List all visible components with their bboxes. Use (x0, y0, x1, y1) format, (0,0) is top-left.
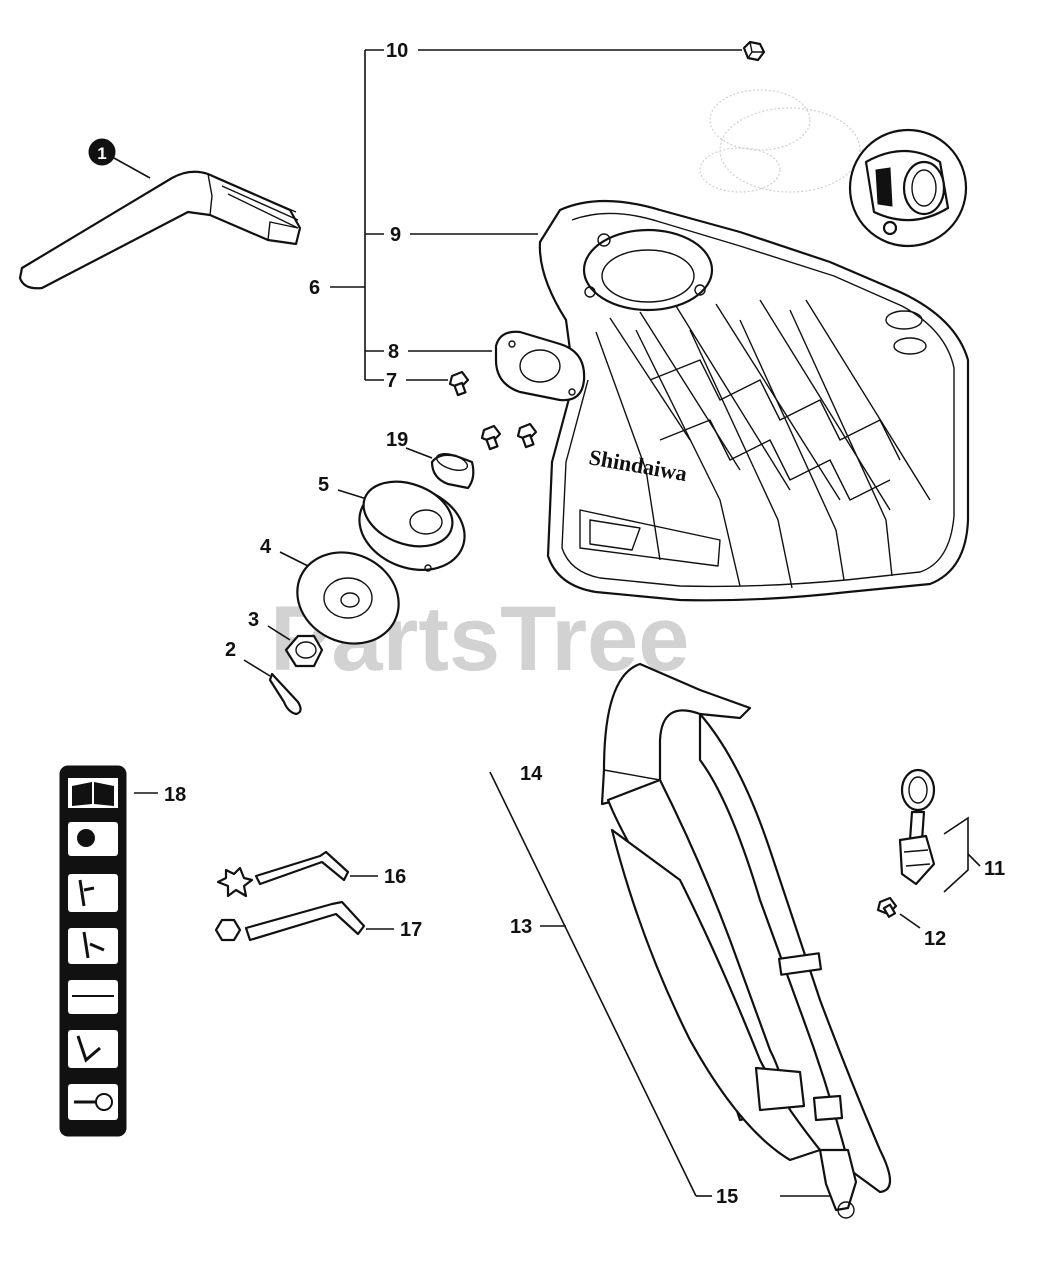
callout-7: 7 (386, 370, 397, 392)
leader-group-6 (330, 49, 384, 381)
leader-1 (113, 157, 151, 179)
cotter-pin-icon (268, 672, 302, 716)
handle-bar-icon (18, 170, 302, 290)
leader-14 (489, 771, 697, 1197)
callout-8: 8 (388, 341, 399, 363)
hanger-ring-icon (898, 768, 936, 886)
callout-17: 17 (400, 919, 422, 941)
hanger-screw-icon (876, 896, 898, 918)
washer-icon (296, 551, 400, 645)
hex-nut-icon (284, 634, 324, 668)
callout-12: 12 (924, 928, 946, 950)
leader-11 (967, 853, 981, 867)
callout-5: 5 (318, 474, 329, 496)
guard-nut-icon (742, 40, 766, 62)
gasket-plate-icon (494, 330, 586, 402)
spacer-icon (358, 480, 466, 572)
detail-circle-icon (848, 128, 968, 248)
leader-4 (279, 551, 309, 567)
callout-15: 15 (716, 1186, 738, 1208)
detail-ghost (699, 89, 861, 193)
hex-wrench-icon (214, 900, 366, 942)
callout-6: 6 (309, 277, 320, 299)
callout-14: 14 (520, 763, 543, 785)
leader-12 (899, 913, 921, 929)
leader-3 (267, 625, 291, 641)
callout-9: 9 (390, 224, 401, 246)
callout-16: 16 (384, 866, 406, 888)
callout-4: 4 (260, 536, 272, 558)
callout-2: 2 (225, 639, 236, 661)
collar-icon (430, 453, 475, 490)
leader-2 (243, 659, 271, 677)
callout-10: 10 (386, 40, 408, 62)
leader-19 (405, 447, 433, 459)
screw-icon (448, 370, 538, 451)
callout-1: 1 (97, 144, 106, 163)
torx-wrench-icon (216, 850, 350, 898)
leader-11-bracket (943, 816, 969, 893)
callout-18: 18 (164, 784, 186, 806)
callout-11: 11 (984, 858, 1005, 880)
callout-19: 19 (386, 429, 408, 451)
debris-guard-icon: Shindaiwa (538, 199, 970, 602)
callout-marker-1 (88, 138, 116, 166)
warning-decal-icon (59, 765, 127, 1137)
callout-13: 13 (510, 916, 532, 938)
callout-3: 3 (248, 609, 259, 631)
shoulder-harness-icon (600, 662, 892, 1219)
